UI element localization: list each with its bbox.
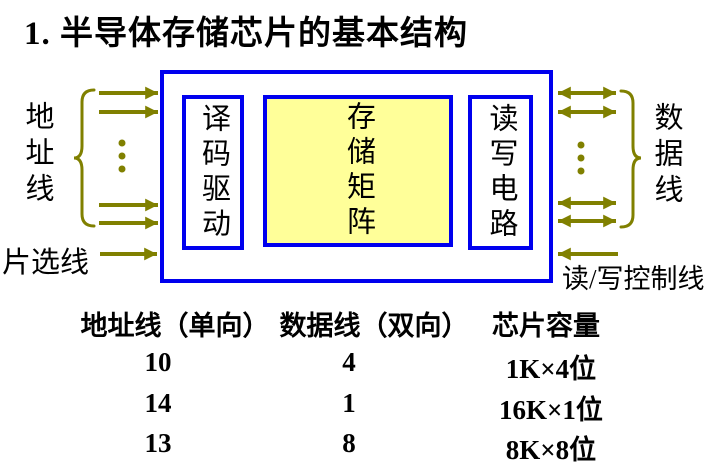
storage-matrix-label: 存储矩阵 bbox=[342, 101, 375, 241]
data-lines-label: 数据线 bbox=[650, 102, 682, 210]
table-cell: 8 bbox=[342, 428, 356, 458]
right-ellipsis-dots-icon bbox=[577, 141, 585, 175]
address-lines-label: 地址线 bbox=[21, 101, 53, 209]
table-cell: 10 bbox=[144, 347, 172, 377]
table-cell: 14 bbox=[144, 388, 172, 418]
table-cell: 8K×8位 bbox=[505, 435, 597, 465]
rw-control-line-label: 读/写控制线 bbox=[562, 264, 705, 294]
decoder-driver-block: 译码驱动 bbox=[182, 95, 244, 250]
table-header-data: 数据线（双向） bbox=[279, 311, 469, 341]
address-brace-icon bbox=[73, 88, 96, 228]
table-header-address: 地址线（单向） bbox=[80, 311, 270, 341]
address-line-arrows-icon bbox=[99, 86, 158, 230]
read-write-circuit-block: 读写电路 bbox=[468, 95, 533, 250]
table-cell: 1K×4位 bbox=[505, 354, 597, 384]
chip-select-label: 片选线 bbox=[2, 247, 90, 279]
table-cell: 1 bbox=[342, 388, 356, 418]
table-cell: 16K×1位 bbox=[499, 395, 603, 425]
storage-matrix-block: 存储矩阵 bbox=[263, 95, 453, 247]
page-title: 1. 半导体存储芯片的基本结构 bbox=[24, 16, 468, 52]
table-header-capacity: 芯片容量 bbox=[492, 311, 600, 341]
table-cell: 4 bbox=[342, 347, 356, 377]
data-brace-icon bbox=[619, 89, 642, 229]
read-write-circuit-label: 读写电路 bbox=[485, 102, 517, 243]
left-ellipsis-dots-icon bbox=[118, 139, 126, 173]
data-line-arrows-icon bbox=[558, 86, 616, 228]
decoder-driver-label: 译码驱动 bbox=[197, 102, 230, 243]
table-cell: 13 bbox=[144, 428, 172, 458]
